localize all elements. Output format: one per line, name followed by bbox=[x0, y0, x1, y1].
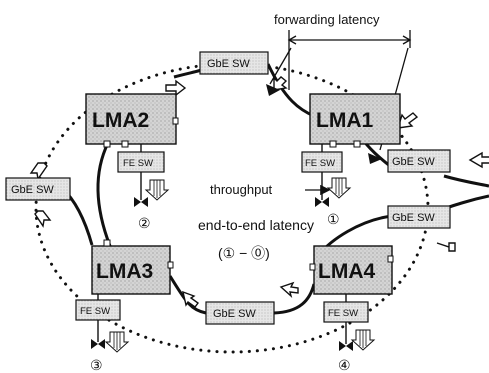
fe-switch-lma3[interactable]: FE SW bbox=[75, 299, 121, 321]
svg-text:GbE SW: GbE SW bbox=[213, 308, 256, 320]
svg-text:FE SW: FE SW bbox=[80, 306, 110, 317]
latency-arrow-tips bbox=[266, 84, 382, 164]
port-3-label: ③ bbox=[90, 357, 103, 373]
fe-switch-lma2[interactable]: FE SW bbox=[117, 151, 165, 173]
svg-text:GbE SW: GbE SW bbox=[392, 156, 435, 168]
lma3-node[interactable]: LMA3 bbox=[91, 239, 174, 295]
gbe-switch-right-top[interactable]: GbE SW bbox=[387, 149, 451, 173]
svg-text:GbE SW: GbE SW bbox=[392, 212, 435, 224]
lma1-label: LMA1 bbox=[316, 109, 373, 132]
fe-switch-lma4[interactable]: FE SW bbox=[323, 301, 369, 323]
throughput-label: throughput bbox=[210, 182, 273, 197]
gbe-switch-right-mid[interactable]: GbE SW bbox=[387, 205, 451, 229]
port-2-label: ② bbox=[138, 215, 151, 231]
svg-text:GbE SW: GbE SW bbox=[11, 184, 54, 196]
port-1-label: ① bbox=[327, 211, 340, 227]
port-4-label: ④ bbox=[338, 357, 351, 373]
lma2-node[interactable]: LMA2 bbox=[85, 93, 179, 148]
valve-icons bbox=[91, 197, 353, 351]
gbe-switch-bottom[interactable]: GbE SW bbox=[205, 301, 275, 325]
gbe-switch-left[interactable]: GbE SW bbox=[5, 177, 71, 201]
end-to-end-latency-label: end-to-end latency bbox=[198, 217, 314, 233]
svg-text:GbE SW: GbE SW bbox=[207, 58, 250, 70]
lma3-label: LMA3 bbox=[96, 260, 153, 283]
svg-text:FE SW: FE SW bbox=[328, 308, 358, 319]
svg-text:FE SW: FE SW bbox=[123, 158, 153, 169]
fe-switch-lma1[interactable]: FE SW bbox=[301, 151, 343, 173]
lma4-label: LMA4 bbox=[318, 260, 375, 283]
lma2-label: LMA2 bbox=[92, 109, 149, 132]
traffic-stripes bbox=[113, 178, 367, 350]
latency-formula: (① − ⓪) bbox=[218, 245, 270, 261]
forwarding-latency-label: forwarding latency bbox=[274, 12, 380, 27]
gbe-switch-top[interactable]: GbE SW bbox=[199, 51, 269, 75]
svg-text:FE SW: FE SW bbox=[305, 158, 335, 169]
lma4-node[interactable]: LMA4 bbox=[309, 245, 394, 295]
lma1-node[interactable]: LMA1 bbox=[309, 93, 401, 148]
